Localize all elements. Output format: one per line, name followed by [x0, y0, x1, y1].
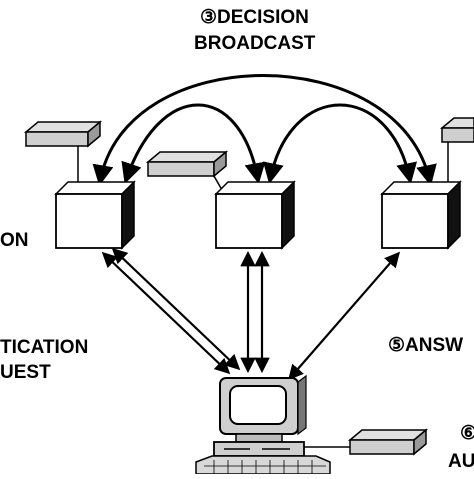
device-right [439, 117, 474, 186]
link-arrows [101, 247, 401, 381]
arrow-right [287, 251, 401, 381]
inner-arc-right [263, 103, 417, 185]
arrow-left-down [101, 251, 231, 375]
decision-label-line1: ③DECISION [200, 7, 309, 28]
node-middle [214, 180, 296, 250]
arrow-left-up [111, 247, 241, 371]
node-left [54, 180, 136, 250]
auth-label-line2: UEST [0, 362, 51, 383]
outer-arc [92, 74, 437, 187]
device-middle [145, 150, 229, 191]
bottom-right-marker: ⑥ [460, 423, 474, 444]
device-bottom-right [300, 428, 429, 456]
node-right [380, 180, 462, 250]
left-label-fragment: ON [0, 230, 29, 251]
answer-label: ⑤ANSW [388, 335, 464, 356]
auth-label-line1: TICATION [0, 337, 89, 358]
inner-arc-left [121, 103, 266, 185]
broadcast-arcs [92, 74, 437, 187]
bottom-right-label: AU [448, 451, 474, 472]
decision-label-line2: BROADCAST [194, 33, 316, 54]
client-computer [195, 374, 331, 475]
device-left [23, 120, 103, 182]
